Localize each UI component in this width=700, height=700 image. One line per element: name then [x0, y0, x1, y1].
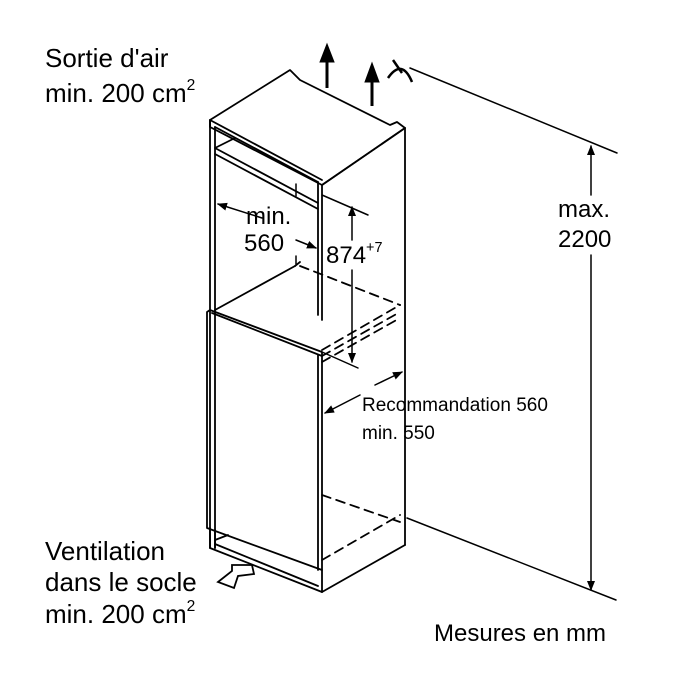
niche-height-value: 874: [326, 242, 367, 269]
units-note: Mesures en mm: [434, 620, 607, 647]
air-outlet-label-line2: min. 200 cm2: [45, 77, 196, 108]
base-vent-unit-exponent: 2: [186, 598, 196, 616]
cabinet-front-frame: [209, 119, 406, 549]
max-height-label-line1: max.: [558, 196, 611, 223]
base-vent-arrow-icon: [216, 564, 256, 590]
air-outlet-label-line1: Sortie d'air: [45, 43, 169, 73]
niche-height-tolerance: +7: [366, 240, 383, 257]
base-vent-label-line2: dans le socle: [45, 567, 197, 597]
air-outlet-value: min. 200 cm: [45, 78, 187, 108]
base-vent-label-line3: min. 200 cm2: [45, 598, 196, 629]
base-vent-label-line1: Ventilation: [45, 536, 165, 566]
air-up-arrow-icon: [319, 42, 380, 106]
air-outlet-unit-exponent: 2: [186, 77, 196, 95]
depth-minimum-label: min. 550: [362, 423, 435, 444]
niche-width-label-line2: 560: [244, 230, 285, 257]
niche-height-label: 874+7: [326, 241, 382, 269]
cabinet-plinth: [209, 527, 406, 593]
depth-recommendation-label: Recommandation 560: [362, 395, 548, 416]
airflow-symbol-icon: [386, 59, 414, 83]
hidden-lines: [299, 265, 401, 561]
appliance-door: [206, 309, 323, 571]
base-vent-value: min. 200 cm: [45, 599, 187, 629]
max-height-label-line2: 2200: [558, 226, 612, 253]
niche-width-label-line1: min.: [246, 203, 292, 230]
